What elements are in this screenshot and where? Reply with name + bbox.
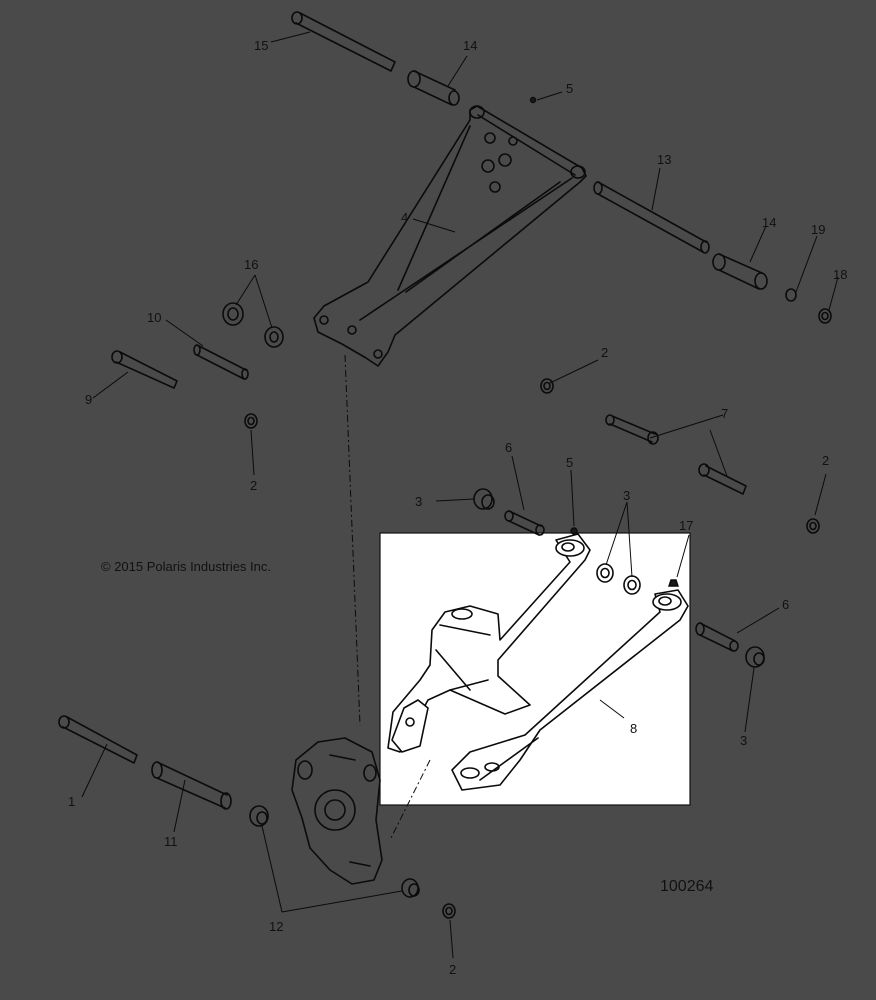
document-number: 100264 bbox=[660, 878, 713, 895]
callout-13: 13 bbox=[657, 152, 671, 167]
part-8-control-arm bbox=[387, 533, 689, 791]
part-5-grease-fitting-upper bbox=[529, 96, 537, 104]
part-13-sleeve bbox=[593, 181, 710, 254]
callout-14b: 14 bbox=[762, 215, 776, 230]
part-14-bushing-upper bbox=[407, 70, 460, 106]
part-17-grease-fitting bbox=[668, 579, 679, 587]
callout-16: 16 bbox=[244, 257, 258, 272]
callout-7: 7 bbox=[721, 406, 728, 421]
part-15-bolt bbox=[291, 11, 396, 72]
part-10-sleeve bbox=[193, 344, 249, 380]
part-7-bolts bbox=[605, 414, 747, 495]
callout-11: 11 bbox=[164, 834, 178, 849]
part-5-grease-fitting-lower bbox=[570, 527, 578, 535]
callout-4: 4 bbox=[401, 210, 408, 225]
copyright-notice: © 2015 Polaris Industries Inc. bbox=[101, 559, 271, 574]
part-9-bolt bbox=[111, 350, 178, 389]
callout-19: 19 bbox=[811, 222, 825, 237]
part-16-bushings bbox=[222, 302, 284, 348]
leader-lines bbox=[81, 31, 839, 959]
callout-3c: 3 bbox=[740, 733, 747, 748]
part-1-bolt bbox=[58, 715, 138, 764]
callout-2a: 2 bbox=[250, 478, 257, 493]
part-3-bushing-b bbox=[596, 563, 641, 595]
callout-6a: 6 bbox=[505, 440, 512, 455]
part-14-bushing-lower bbox=[712, 253, 768, 290]
callout-3b: 3 bbox=[623, 488, 630, 503]
callout-10: 10 bbox=[147, 310, 161, 325]
part-4-trailing-arm bbox=[313, 105, 587, 367]
callout-18: 18 bbox=[833, 267, 847, 282]
callout-labels: 15 14 5 13 4 14 19 18 16 10 9 2 2 7 6 5 … bbox=[68, 38, 847, 977]
callout-17: 17 bbox=[679, 518, 693, 533]
part-3-bushing-c bbox=[745, 646, 765, 668]
part-3-bushing-a bbox=[473, 488, 495, 510]
callout-14a: 14 bbox=[463, 38, 477, 53]
callout-2d: 2 bbox=[449, 962, 456, 977]
callout-2b: 2 bbox=[601, 345, 608, 360]
part-18-nut bbox=[818, 308, 832, 324]
part-2-nut-a bbox=[244, 413, 258, 429]
callout-5a: 5 bbox=[566, 81, 573, 96]
callout-1: 1 bbox=[68, 794, 75, 809]
part-19-washer bbox=[785, 288, 797, 302]
callout-15: 15 bbox=[254, 38, 268, 53]
part-6-sleeve-a bbox=[504, 510, 545, 536]
part-12-bushings bbox=[249, 805, 420, 898]
callout-8: 8 bbox=[630, 721, 637, 736]
part-6-sleeve-b bbox=[695, 622, 739, 652]
callout-12: 12 bbox=[269, 919, 283, 934]
part-2-nut-d bbox=[442, 903, 456, 919]
callout-9: 9 bbox=[85, 392, 92, 407]
part-2-nut-b bbox=[540, 378, 554, 394]
callout-2c: 2 bbox=[822, 453, 829, 468]
callout-6b: 6 bbox=[782, 597, 789, 612]
alignment-line-a bbox=[344, 354, 361, 726]
part-11-sleeve bbox=[151, 761, 232, 810]
part-2-nut-c bbox=[806, 518, 820, 534]
callout-3a: 3 bbox=[415, 494, 422, 509]
bearing-carrier bbox=[291, 737, 383, 885]
callout-5b: 5 bbox=[566, 455, 573, 470]
